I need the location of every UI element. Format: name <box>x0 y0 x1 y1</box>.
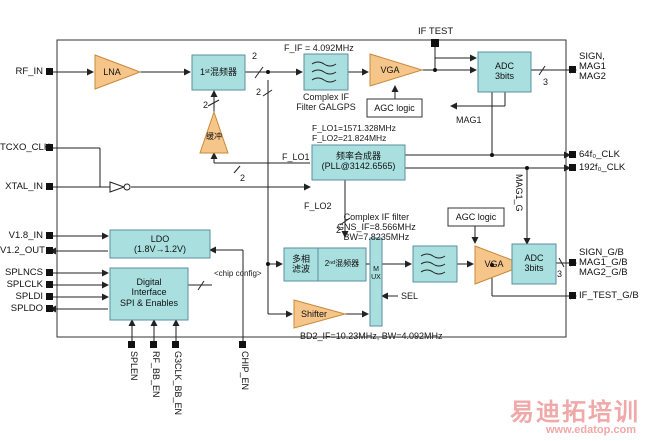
synthesizer-block <box>311 144 406 181</box>
vga2-label: VGA <box>484 259 504 269</box>
agc1-label: AGC logic <box>374 103 415 113</box>
if-test-pad <box>431 39 439 47</box>
mux-label: MUX <box>371 266 381 282</box>
f-lo1-label: F_LO1 <box>282 152 310 162</box>
adc1-block <box>477 51 532 93</box>
filter2-symbol <box>420 253 446 275</box>
pin-rf-bb-en: RF_BB_EN <box>151 351 161 398</box>
pin-g3clk-bb-en: G3CLK_BB_EN <box>173 351 183 416</box>
bd2-annotation: BD2_IF=10.23MHz, BW=4.092MHz <box>300 331 443 341</box>
mag1-g-annotation: MAG1_G <box>514 174 524 212</box>
pin-spl-en: SPLEN <box>129 351 139 381</box>
vga1-amplifier <box>369 53 424 87</box>
pin-rf-in: RF_IN <box>15 66 43 77</box>
buffer-label: 缓冲 <box>206 132 222 141</box>
mag1-annotation: MAG1 <box>456 115 482 125</box>
pin-if-test: IF TEST <box>418 26 454 37</box>
pin-spl-do: SPLDO <box>10 303 43 314</box>
filter2-caption: Complex IF filter GNS_IF=8.566MHz BW=7.8… <box>337 212 416 242</box>
filter1-symbol <box>311 61 337 83</box>
pin-clk192: 192f₀_CLK <box>579 162 626 173</box>
adc2-label: ADC 3bits <box>524 253 544 274</box>
pin-clk64: 64f₀_CLK <box>579 149 620 160</box>
pin-sign-gb: SIGN_G/B MAG1_G/B MAG2_G/B <box>579 247 628 278</box>
chip-boundary <box>56 39 567 338</box>
bus-width-2a: 2 <box>252 51 258 61</box>
mixer1-label: 1ˢᵗ混频器 <box>199 67 238 77</box>
pin-v18-in: V1.8_IN <box>8 230 43 241</box>
filter2-block <box>412 245 458 283</box>
pin-spl-clk: SPLCLK <box>6 279 43 290</box>
bus-width-2d: 2 <box>240 173 246 183</box>
watermark-logo-text: 易迪拓培训 <box>510 398 640 426</box>
xtal-buffer <box>109 181 126 193</box>
pin-spl-ncs: SPLNCS <box>4 267 43 278</box>
bus-width-3a: 3 <box>543 77 549 87</box>
filter1-caption: Complex IF Filter GALGPS <box>296 92 356 113</box>
polyphase-label: 多相 滤波 <box>291 254 310 275</box>
filter1-block <box>303 53 349 91</box>
ldo-block <box>109 229 211 259</box>
xtal-buffer-bubble <box>123 183 131 191</box>
agc1-block <box>366 98 423 118</box>
digital-interface-label: Digital Interface SPI & Enables <box>119 277 179 308</box>
digital-interface-block <box>109 267 189 321</box>
buffer-amplifier <box>199 110 229 154</box>
bus-width-3b: 3 <box>557 269 563 279</box>
pin-tcxo-clk: TCXO_CLK <box>0 142 51 153</box>
f-if-annotation: F_IF = 4.092MHz <box>284 43 354 53</box>
mux-block <box>369 237 383 327</box>
adc2-block <box>511 243 557 285</box>
lna-amplifier <box>94 54 142 90</box>
pin-pads <box>46 66 576 348</box>
pin-xtal-in: XTAL_IN <box>5 181 43 192</box>
bus-width-2c: 2 <box>203 100 209 110</box>
pin-if-test-gb: IF_TEST_G/B <box>579 290 639 301</box>
lna-label: LNA <box>103 67 121 77</box>
ldo-label: LDO (1.8V→1.2V) <box>133 234 187 255</box>
shifter-amplifier <box>293 299 347 329</box>
f-lo2-label: F_LO2 <box>304 201 332 211</box>
vga2-amplifier <box>474 245 527 285</box>
agc2-label: AGC logic <box>455 212 497 222</box>
bus-width-2b: 2 <box>256 87 262 97</box>
synthesizer-label: 频率合成器 (PLL@3142.6565) <box>321 151 396 172</box>
pin-sign-mag: SIGN, MAG1 MAG2 <box>579 51 606 82</box>
mixer2-label: 2ⁿᵈ混频器 <box>324 259 360 268</box>
chip-config-annotation: <chip config> <box>214 269 262 278</box>
junction-dots <box>266 68 529 267</box>
watermark-url: www.edatop.com <box>545 424 636 436</box>
pin-chip-en: CHIP_EN <box>240 351 250 391</box>
shifter-label: Shifter <box>300 309 327 319</box>
vga1-label: VGA <box>380 65 400 75</box>
pin-spl-di: SPLDI <box>15 291 43 302</box>
mixer1-block <box>191 54 246 91</box>
signal-wires <box>49 46 577 345</box>
pin-v12-out: V1.2_OUT <box>0 245 45 256</box>
f-lo-frequencies: F_LO1=1571.328MHz F_LO2=21.824MHz <box>312 123 396 143</box>
polyphase-filter-block <box>283 247 319 282</box>
agc2-block <box>447 207 505 227</box>
sel-annotation: SEL <box>401 291 419 301</box>
adc1-label: ADC 3bits <box>494 61 514 82</box>
bus-width-2e: 2 <box>336 225 342 235</box>
